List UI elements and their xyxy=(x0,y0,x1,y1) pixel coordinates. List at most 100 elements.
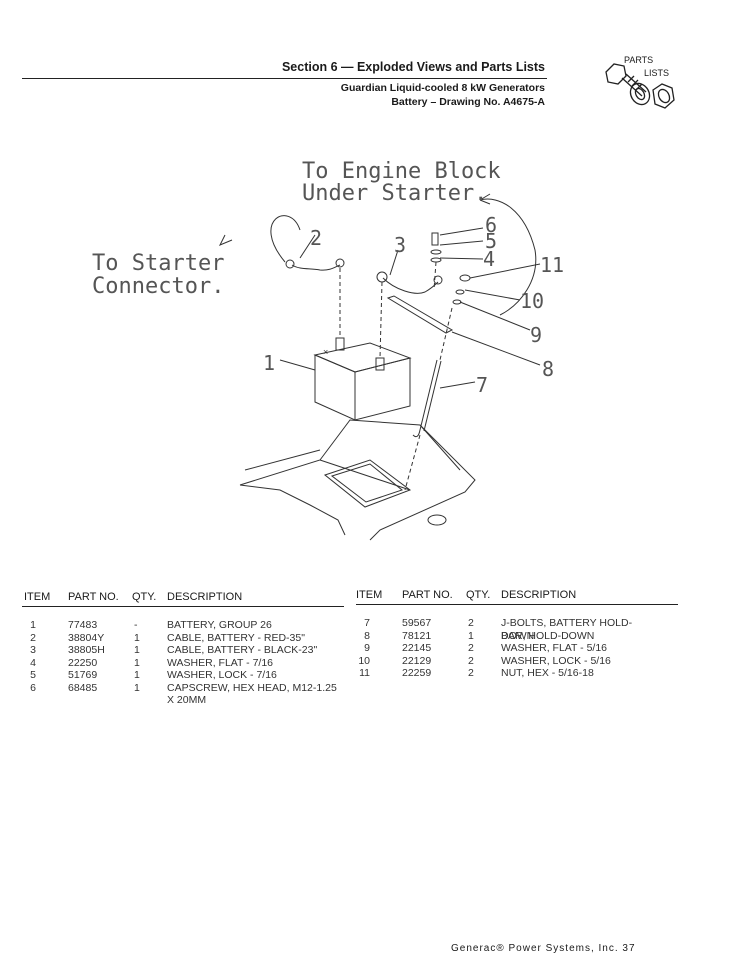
table-row: 8 78121 1 BAR, HOLD-DOWN xyxy=(356,630,678,643)
badge-label-lists: LISTS xyxy=(644,68,670,78)
part-item: 9 xyxy=(364,642,370,654)
page-footer: Generac® Power Systems, Inc. 37 xyxy=(451,943,636,954)
part-qty: 2 xyxy=(468,667,474,679)
nut-bolt-icon xyxy=(605,63,675,109)
part-qty: 1 xyxy=(134,644,140,656)
hold-down-bar xyxy=(386,295,454,334)
battery-terminal-pos xyxy=(335,337,345,351)
battery-terminal-neg xyxy=(375,357,385,371)
section-title: Section 6 — Exploded Views and Parts Lis… xyxy=(281,60,545,74)
header-qty: QTY. xyxy=(132,591,157,603)
part-number: 22259 xyxy=(402,667,432,679)
callout-8: 8 xyxy=(542,357,554,381)
note-starter-line2: Connector. xyxy=(92,274,224,299)
part-description: CABLE, BATTERY - BLACK-23" xyxy=(167,644,318,656)
part-description: BAR, HOLD-DOWN xyxy=(501,629,595,642)
part-item: 1 xyxy=(30,619,36,631)
part-qty: 1 xyxy=(134,669,140,681)
callout-6: 6 xyxy=(485,213,497,237)
part-item: 5 xyxy=(30,669,36,681)
callout-2: 2 xyxy=(310,226,322,250)
table-row: 1 77483 - BATTERY, GROUP 26 xyxy=(22,619,344,632)
part-number: 78121 xyxy=(402,629,432,642)
part-qty: 1 xyxy=(468,629,474,642)
note-starter-line1: To Starter xyxy=(92,251,224,276)
part-qty: 1 xyxy=(134,631,140,644)
terminal-symbol: × xyxy=(323,347,328,357)
header-rule xyxy=(22,78,547,79)
drawing-number: Battery – Drawing No. A4675-A xyxy=(391,96,545,108)
header-item: ITEM xyxy=(356,589,383,601)
part-description: WASHER, FLAT - 7/16 xyxy=(167,656,273,669)
part-number: 38804Y xyxy=(68,631,105,644)
part-description: WASHER, LOCK - 7/16 xyxy=(167,669,277,681)
part-number: 51769 xyxy=(68,669,98,681)
header-part-no: PART NO. xyxy=(68,591,119,603)
part-qty: 2 xyxy=(468,654,474,667)
part-number: 22145 xyxy=(402,642,432,654)
part-description: WASHER, LOCK - 5/16 xyxy=(501,654,611,667)
part-item: 7 xyxy=(364,617,370,629)
part-number: 77483 xyxy=(68,619,98,631)
part-qty: - xyxy=(134,619,138,631)
table-row: 5 51769 1 WASHER, LOCK - 7/16 xyxy=(22,669,344,682)
cable-black xyxy=(382,277,439,294)
header-part-no: PART NO. xyxy=(402,589,453,601)
part-item: 8 xyxy=(364,629,370,642)
part-qty: 1 xyxy=(134,681,140,694)
part-number: 59567 xyxy=(402,617,432,629)
parts-table-right: ITEM PART NO. QTY. DESCRIPTION 7 59567 2 J-… xyxy=(356,588,678,680)
callout-4: 4 xyxy=(483,247,495,271)
callout-1: 1 xyxy=(263,351,275,375)
table-row: 3 38805H 1 CABLE, BATTERY - BLACK-23" xyxy=(22,644,344,657)
part-item: 10 xyxy=(358,654,370,667)
part-qty: 2 xyxy=(468,642,474,654)
note-engine-block-line1: To Engine Block xyxy=(302,159,501,184)
table-row: 2 38804Y 1 CABLE, BATTERY - RED-35" xyxy=(22,632,344,645)
part-item: 3 xyxy=(30,644,36,656)
header-description: DESCRIPTION xyxy=(167,591,243,603)
table-row: 6 68485 1 CAPSCREW, HEX HEAD, M12-1.25 X 20… xyxy=(22,682,344,707)
callout-7: 7 xyxy=(476,373,488,397)
badge-label-parts: PARTS xyxy=(624,55,654,65)
part-qty: 2 xyxy=(468,617,474,629)
part-description: BATTERY, GROUP 26 xyxy=(167,619,272,631)
note-engine-block-line2: Under Starter. xyxy=(302,181,487,206)
part-qty: 1 xyxy=(134,656,140,669)
table-row: 7 59567 2 J-BOLTS, BATTERY HOLD-DOWN xyxy=(356,617,678,642)
header-item: ITEM xyxy=(24,591,51,603)
part-number: 22250 xyxy=(68,656,98,669)
header-description: DESCRIPTION xyxy=(501,589,577,601)
part-item: 11 xyxy=(359,667,370,679)
callout-9: 9 xyxy=(530,323,542,347)
callout-5: 5 xyxy=(485,229,497,253)
table-row: 4 22250 1 WASHER, FLAT - 7/16 xyxy=(22,657,344,670)
table-header: ITEM PART NO. QTY. DESCRIPTION xyxy=(22,590,344,607)
j-bolt xyxy=(419,359,438,431)
callout-10: 10 xyxy=(520,289,544,313)
battery xyxy=(313,342,412,373)
table-header: ITEM PART NO. QTY. DESCRIPTION xyxy=(356,588,678,605)
part-description: NUT, HEX - 5/16-18 xyxy=(501,667,594,679)
part-item: 6 xyxy=(30,681,36,694)
header-qty: QTY. xyxy=(466,589,491,601)
part-number: 38805H xyxy=(68,644,105,656)
base-tray xyxy=(239,419,476,541)
callout-3: 3 xyxy=(394,233,406,257)
parts-table-left: ITEM PART NO. QTY. DESCRIPTION 1 77483 - BA… xyxy=(22,590,344,707)
part-description: WASHER, FLAT - 5/16 xyxy=(501,642,607,654)
part-item: 2 xyxy=(30,631,36,644)
cable-red xyxy=(291,264,341,271)
part-description: CABLE, BATTERY - RED-35" xyxy=(167,631,305,644)
part-description: CAPSCREW, HEX HEAD, M12-1.25 X 20MM xyxy=(167,681,337,707)
table-row: 11 22259 2 NUT, HEX - 5/16-18 xyxy=(356,667,678,680)
exploded-view-drawing: To Engine Block Under Starter. To Starte… xyxy=(92,159,564,541)
part-number: 22129 xyxy=(402,654,432,667)
table-row: 10 22129 2 WASHER, LOCK - 5/16 xyxy=(356,655,678,668)
document-subtitle: Guardian Liquid-cooled 8 kW Generators xyxy=(340,82,545,94)
part-number: 68485 xyxy=(68,681,98,694)
table-row: 9 22145 2 WASHER, FLAT - 5/16 xyxy=(356,642,678,655)
part-description: J-BOLTS, BATTERY HOLD-DOWN xyxy=(501,617,633,642)
part-item: 4 xyxy=(30,656,36,669)
callout-11: 11 xyxy=(540,253,564,277)
